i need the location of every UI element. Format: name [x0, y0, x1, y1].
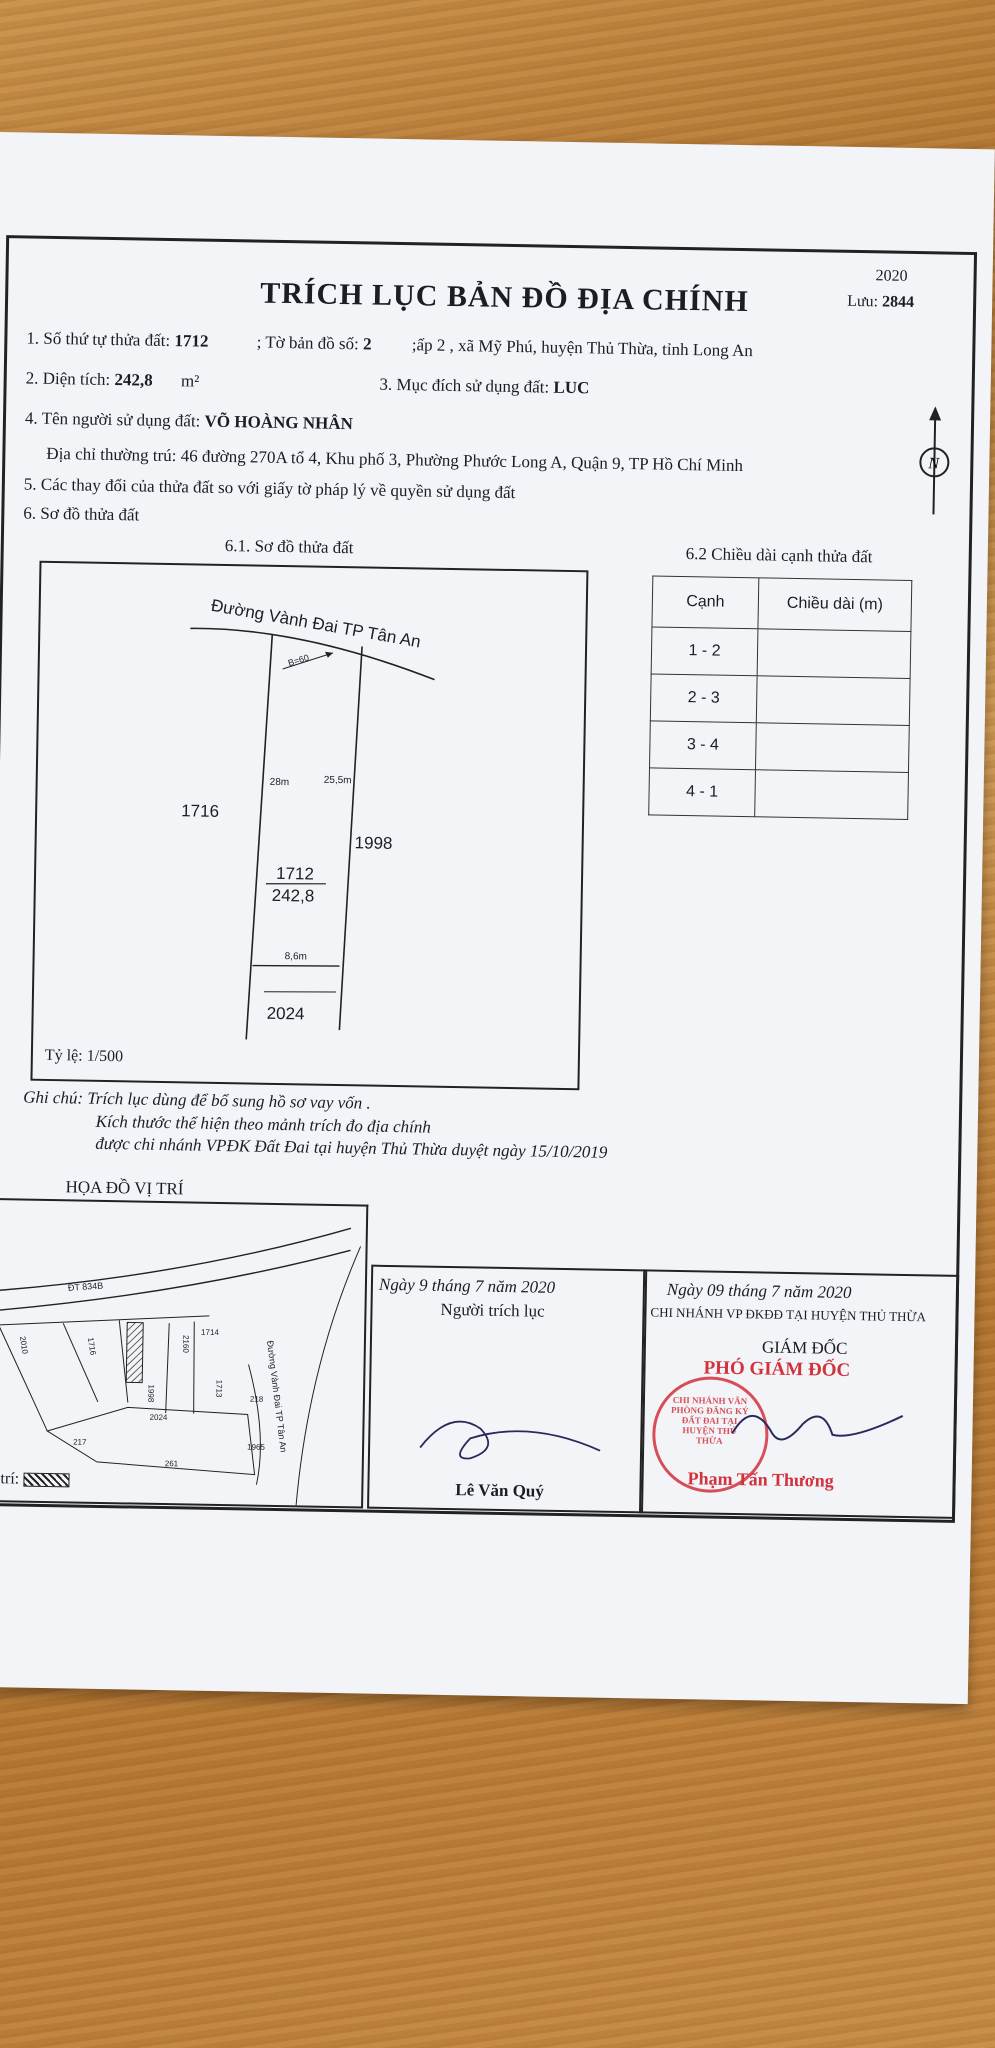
map-parcel-label: 217: [73, 1437, 87, 1447]
handwritten-signature-right: [731, 1415, 904, 1441]
handwritten-signature-left: [419, 1420, 601, 1460]
right-signature-box: Ngày 09 tháng 7 năm 2020 CHI NHÁNH VP ĐK…: [638, 1269, 960, 1519]
parcel-sketch: Đường Vành Đai TP Tân An B=60 28m 25,5m …: [30, 560, 589, 1091]
left-signature-date: Ngày 9 tháng 7 năm 2020: [378, 1274, 556, 1297]
length-cell: [754, 769, 909, 820]
location-map-heading: HỌA ĐỒ VỊ TRÍ: [65, 1177, 184, 1199]
location-map: ĐT 834B Đường Vành Đai TP Tân An 2010 17…: [0, 1197, 369, 1509]
length-cell: [757, 628, 911, 679]
edge-length-table: Cạnh Chiều dài (m) 1 - 2 2 - 3 3 - 4 4 -…: [648, 575, 912, 820]
map-parcel-label: 2024: [149, 1412, 168, 1423]
map-parcel-label: 1714: [201, 1327, 219, 1338]
archive-label: Lưu: 2844: [847, 292, 915, 311]
table-row: 2 - 3: [650, 673, 911, 726]
svg-text:N: N: [927, 455, 940, 472]
right-side-length: 25,5m: [323, 774, 352, 787]
col-edge-header: Cạnh: [651, 575, 759, 629]
north-arrow-icon: N: [919, 406, 950, 515]
table-row: 1 - 2: [651, 626, 911, 679]
right-signer-name: Phạm Tấn Thương: [687, 1468, 834, 1491]
left-signer-name: Lê Văn Quý: [455, 1480, 545, 1501]
parcel-area: 242,8: [271, 885, 315, 906]
map-parcel-label: 1965: [247, 1442, 265, 1452]
neighbor-parcel-right: 1998: [354, 833, 393, 853]
left-side-length: 28m: [269, 776, 290, 789]
edge-cell: 1 - 2: [651, 626, 758, 676]
sketch-heading: 6.1. Sơ đồ thửa đất: [224, 535, 354, 558]
scale-label: Tỷ lệ: 1/500: [44, 1046, 124, 1066]
edge-cell: 2 - 3: [650, 673, 758, 723]
table-header-row: Cạnh Chiều dài (m): [651, 575, 912, 632]
right-signature-org: CHI NHÁNH VP ĐKĐĐ TẠI HUYỆN THỦ THỪA: [650, 1304, 927, 1325]
map-parcel-label: 2160: [181, 1334, 191, 1353]
hatch-legend-icon: [23, 1472, 70, 1488]
neighbor-parcel-bottom: 2024: [266, 1003, 305, 1024]
document-paper: 2020 Lưu: 2844 TRÍCH LỤC BẢN ĐỒ ĐỊA CHÍN…: [0, 132, 995, 1705]
location-marker-label: Vị trí:: [0, 1470, 70, 1490]
edge-cell: 4 - 1: [648, 767, 756, 817]
parcel-number: 1712: [275, 863, 315, 884]
left-signature-role: Người trích lục: [440, 1299, 545, 1321]
right-signature-date: Ngày 09 tháng 7 năm 2020: [666, 1279, 852, 1303]
table-row: 3 - 4: [649, 720, 910, 773]
bottom-side-length: 8,6m: [284, 951, 307, 963]
table-row: 4 - 1: [648, 767, 909, 820]
col-length-header: Chiều dài (m): [757, 577, 912, 632]
left-signature-box: Ngày 9 tháng 7 năm 2020 Người trích lục …: [367, 1264, 648, 1514]
map-parcel-label: 1713: [214, 1379, 224, 1398]
parcel-sketch-lines: [190, 627, 435, 1040]
right-signature-title: GIÁM ĐỐC: [761, 1337, 848, 1358]
neighbor-parcel-left: 1716: [181, 801, 220, 821]
edge-table-heading: 6.2 Chiều dài cạnh thửa đất: [685, 544, 873, 567]
map-parcel-label: 261: [164, 1459, 179, 1469]
length-cell: [756, 675, 911, 726]
map-parcel-label: 1998: [146, 1384, 156, 1403]
location-map-lines: [0, 1227, 362, 1506]
edge-cell: 3 - 4: [649, 720, 757, 770]
line-sketch-heading: 6. Sơ đồ thửa đất: [23, 503, 140, 525]
year-label: 2020: [875, 267, 908, 285]
map-parcel-label: 218: [249, 1394, 264, 1404]
length-cell: [755, 722, 910, 773]
